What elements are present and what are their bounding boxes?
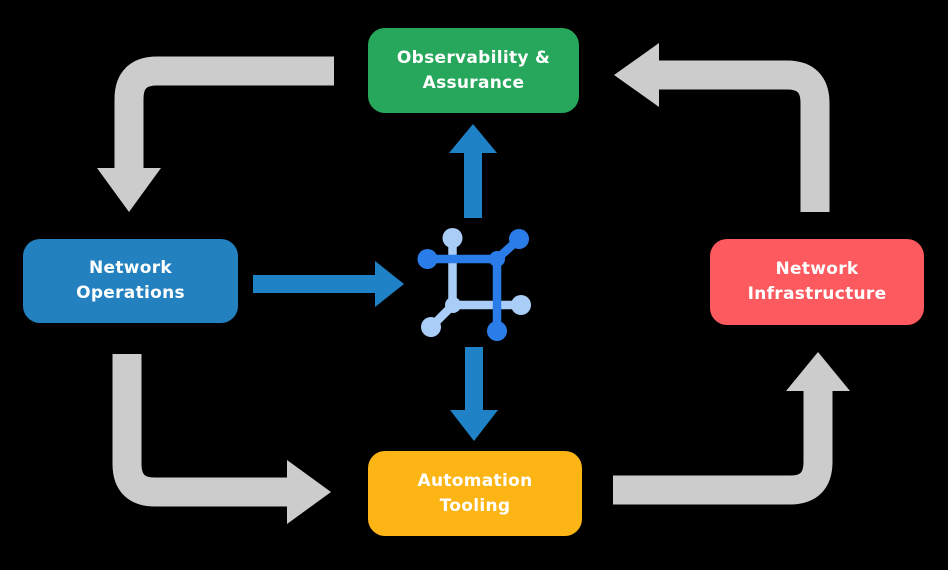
node-automation: Automation Tooling [368,451,582,536]
arrow-automation-to-infrastructure [613,352,850,505]
network-fabric-icon-light-nodes [421,228,531,337]
arrow-center-to-observability [449,124,497,218]
node-observability: Observability & Assurance [368,28,579,113]
network-fabric-icon [417,228,531,341]
arrow-observability-to-operations [97,56,334,212]
node-infrastructure-label: Network Infrastructure [747,259,887,304]
arrow-center-to-automation [450,347,498,441]
node-automation-label: Automation Tooling [417,470,533,516]
arrow-infrastructure-to-observability [614,43,830,212]
network-fabric-icon-dark-nodes [417,229,529,341]
arrow-operations-to-center [253,261,404,307]
node-infrastructure: Network Infrastructure [710,239,924,325]
node-operations-label: Network Operations [76,258,185,303]
node-operations: Network Operations [23,239,238,323]
arrow-operations-to-automation [112,354,331,524]
node-observability-label: Observability & Assurance [396,47,551,93]
